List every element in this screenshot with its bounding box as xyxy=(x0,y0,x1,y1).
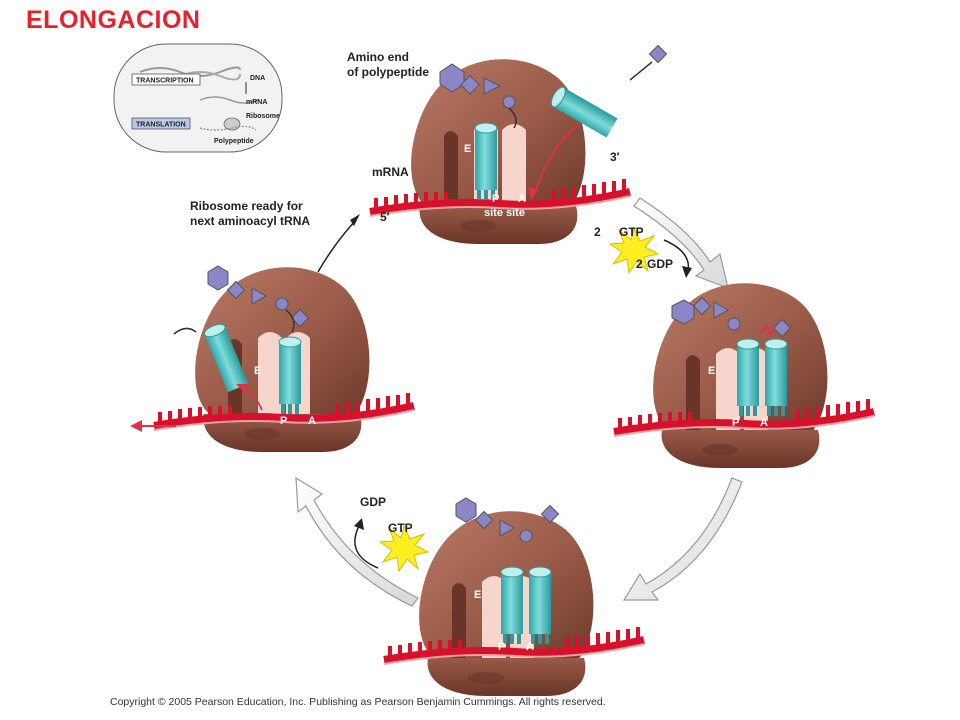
inset-mrna-label: mRNA xyxy=(246,99,267,106)
gdp-label-left: GDP xyxy=(360,495,387,509)
e-site-right: E xyxy=(708,365,715,377)
ribosome-top xyxy=(370,44,668,244)
inset-polypeptide-label: Polypeptide xyxy=(214,138,254,145)
e-site-left: E xyxy=(254,365,261,377)
copyright-notice: Copyright © 2005 Pearson Education, Inc.… xyxy=(110,696,606,708)
inset-transcription-label: TRANSCRIPTION xyxy=(136,78,194,85)
amino-end-label-2: of polypeptide xyxy=(347,65,429,79)
site-site-label: site site xyxy=(484,207,525,219)
gtp-arrow-left xyxy=(354,523,379,569)
ribosome-right xyxy=(614,283,874,468)
ready-arrow xyxy=(317,214,360,273)
ribosome-bottom xyxy=(384,497,644,696)
a-site-bottom: A xyxy=(526,641,534,653)
gtp-label-left: GTP xyxy=(388,521,413,535)
trna-incoming xyxy=(550,86,618,138)
p-site-bottom: P xyxy=(498,641,505,653)
five-prime-label: 5′ xyxy=(380,210,390,224)
e-site-bottom: E xyxy=(474,589,481,601)
amino-end-label: Amino end xyxy=(347,50,409,64)
three-prime-label: 3′ xyxy=(610,150,620,164)
p-site-left: P xyxy=(280,415,287,427)
step-number-2a: 2 xyxy=(594,225,601,239)
gtp-label-right: GTP xyxy=(619,225,644,239)
ribosome-ready-label: Ribosome ready for xyxy=(190,199,303,213)
inset-dna-label: DNA xyxy=(250,75,265,82)
e-site-top: E xyxy=(464,143,471,155)
p-site-top: P xyxy=(492,193,499,205)
step-number-2b: 2 xyxy=(636,257,643,271)
ribosome-left xyxy=(130,265,414,452)
mrna-label: mRNA xyxy=(372,165,409,179)
a-site-left: A xyxy=(308,415,316,427)
a-site-top: A xyxy=(518,193,526,205)
inset-ribosome-label: Ribosome xyxy=(246,113,280,120)
trna-exiting xyxy=(203,323,249,393)
gdp-label-right: GDP xyxy=(647,257,674,271)
page-title: ELONGACION xyxy=(26,6,201,34)
cycle-arrows xyxy=(295,197,743,607)
ribosome-ready-label-2: next aminoacyl tRNA xyxy=(190,214,311,228)
trna-p-top xyxy=(474,122,498,201)
overview-inset: TRANSCRIPTION DNA mRNA TRANSLATION Ribos… xyxy=(113,43,283,153)
inset-translation-label: TRANSLATION xyxy=(136,122,186,129)
a-site-right: A xyxy=(760,417,768,429)
p-site-right: P xyxy=(732,417,739,429)
